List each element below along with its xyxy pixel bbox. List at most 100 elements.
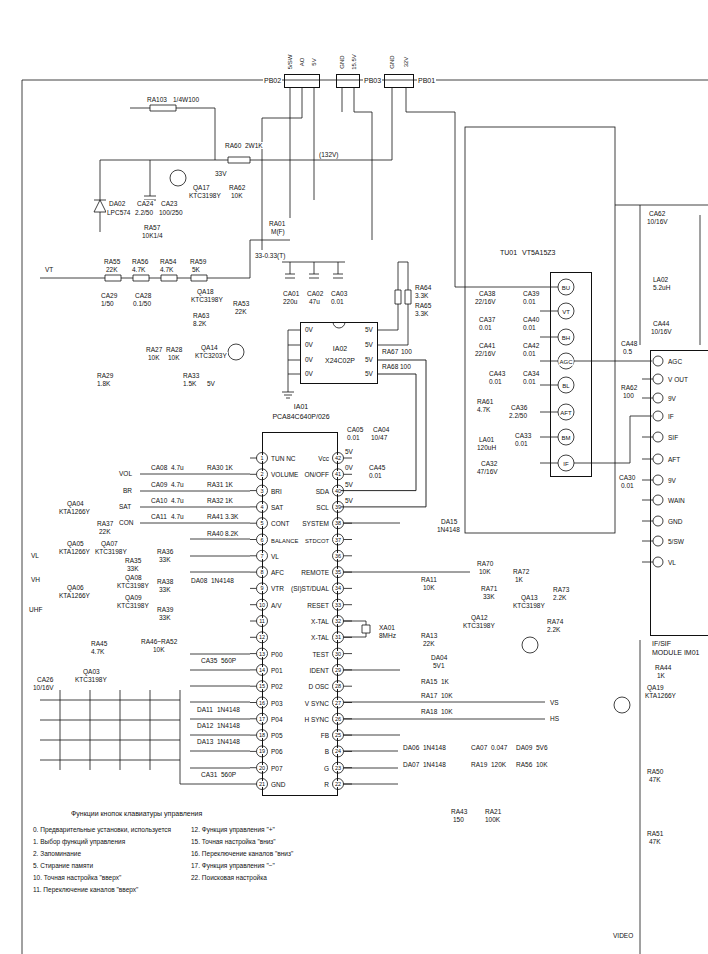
component-label: 10K xyxy=(167,354,181,361)
pin-circle xyxy=(333,567,344,578)
component-label: 2.2K xyxy=(552,594,567,601)
pin-number: 38 xyxy=(335,520,341,526)
component-label: RA01 xyxy=(268,220,286,227)
component-label: CA44 xyxy=(652,320,670,327)
component-label: 10K xyxy=(478,568,492,575)
component-label: 0.01 xyxy=(522,324,537,331)
component-label: 33K xyxy=(158,586,172,593)
pin-name: VL xyxy=(270,553,280,560)
component-label: 10K xyxy=(230,192,244,199)
pin-name: BALANCE xyxy=(270,537,299,543)
component-label: CA38 xyxy=(478,290,496,297)
component-label: 0V xyxy=(304,356,314,363)
component-label: CA24 xyxy=(136,200,154,207)
component-label: 5/SW xyxy=(287,54,294,71)
part-name: VT5A15Z3 xyxy=(521,249,556,257)
component-label: RA51 xyxy=(646,830,664,837)
component-label: QA06 xyxy=(66,584,85,591)
component-label: 0.01 xyxy=(522,378,537,385)
pin-circle xyxy=(558,353,574,369)
component-label: CA03 xyxy=(330,290,348,297)
pin-name: VOLUME xyxy=(270,472,299,479)
part-name: IA01 xyxy=(293,403,309,411)
pin-number: 19 xyxy=(259,748,265,754)
component-label: (132V) xyxy=(318,151,340,158)
component-label: 10/47 xyxy=(370,434,388,441)
pin-number: 36 xyxy=(335,553,341,559)
component-label: 100 xyxy=(399,363,412,370)
pin-number: 17 xyxy=(259,716,265,722)
component-label: 100 xyxy=(622,392,635,399)
component-label: LA02 xyxy=(652,276,669,283)
component-label: KTC3198Y xyxy=(462,622,496,629)
component-label: CA34 xyxy=(522,370,540,377)
component-label: CA23 xyxy=(160,200,178,207)
component-label: GND xyxy=(339,54,346,69)
pin-number: 13 xyxy=(259,651,265,657)
connector-box: PB02 xyxy=(284,74,320,88)
pin-name: X-TAL xyxy=(310,635,330,642)
note-text: 22. Поисковая настройка xyxy=(190,874,268,881)
component-label: AO xyxy=(299,57,306,68)
component-label: 1K xyxy=(514,576,524,583)
pin-name: GND xyxy=(270,781,286,788)
component-label: 33-0.33(T) xyxy=(254,252,286,259)
component-label: CA48 xyxy=(620,340,638,347)
pin-circle xyxy=(653,432,663,442)
pin-number: 41 xyxy=(335,471,341,477)
part-name: TU01 xyxy=(499,249,518,257)
component-label: 0V xyxy=(304,326,314,333)
pin-name: SCL xyxy=(315,504,330,511)
pin-number: 26 xyxy=(335,716,341,722)
component-label: RA60 xyxy=(224,142,242,149)
component-label: RA29 xyxy=(96,372,114,379)
if-module: AGCV OUT9VIFSIFAFT9VWAINGND5/SWVLIF/SIFM… xyxy=(650,350,708,636)
component-label: RA74 xyxy=(546,618,564,625)
component-label: 5V xyxy=(344,497,354,504)
component-label: QA09 xyxy=(124,594,143,601)
component-label: RA50 xyxy=(646,768,664,775)
component-label: RA73 xyxy=(552,586,570,593)
pin-number: 21 xyxy=(259,781,265,787)
pin-number: 20 xyxy=(259,765,265,771)
component-label: 2W1K xyxy=(244,142,264,149)
component-label: QA04 xyxy=(66,500,85,507)
component-label: 33K xyxy=(126,565,140,572)
component-label: RA36 xyxy=(156,548,174,555)
pin-number: 12 xyxy=(259,634,265,640)
component-label: RA30 xyxy=(206,464,224,471)
note-text: 0. Предварительные установки, использует… xyxy=(32,826,172,833)
component-label: 47K xyxy=(648,776,662,783)
component-label: RA53 xyxy=(232,300,250,307)
component-label: RA62 xyxy=(620,384,638,391)
component-label: CA02 xyxy=(306,290,324,297)
part-name: IA02 xyxy=(332,345,348,353)
component-label: 4.7u xyxy=(170,497,185,504)
component-label: VT xyxy=(44,266,54,273)
note-text: 15. Точная настройка "вниз" xyxy=(190,838,277,845)
pin-number: 9 xyxy=(260,585,263,591)
pin-number: 42 xyxy=(335,455,341,461)
component-label: QA07 xyxy=(100,540,119,547)
component-label: RA56 xyxy=(515,761,533,768)
pin-circle xyxy=(653,454,663,464)
pin-circle xyxy=(333,779,344,790)
pin-name: ON/OFF xyxy=(303,472,330,479)
part-name: IF/SIF xyxy=(651,640,672,648)
component-label: CA30 xyxy=(618,474,636,481)
component-label: RA54 xyxy=(159,258,177,265)
component-label: QA14 xyxy=(200,344,219,351)
component-label: KTC3203Y xyxy=(194,352,228,359)
note-text: 2. Запоминание xyxy=(32,850,82,857)
component-label: 8.2K xyxy=(224,530,239,537)
pin-number: 39 xyxy=(335,504,341,510)
component-label: 22/16V xyxy=(474,350,497,357)
note-text: Функции кнопок клавиатуры управления xyxy=(70,810,203,818)
component-label: 5V xyxy=(364,341,374,348)
pin-name: TEST xyxy=(311,651,330,658)
pin-number: 3 xyxy=(260,488,263,494)
pin-name: P05 xyxy=(270,733,284,740)
component-label: 22K xyxy=(234,308,248,315)
component-label: GND xyxy=(389,54,396,69)
